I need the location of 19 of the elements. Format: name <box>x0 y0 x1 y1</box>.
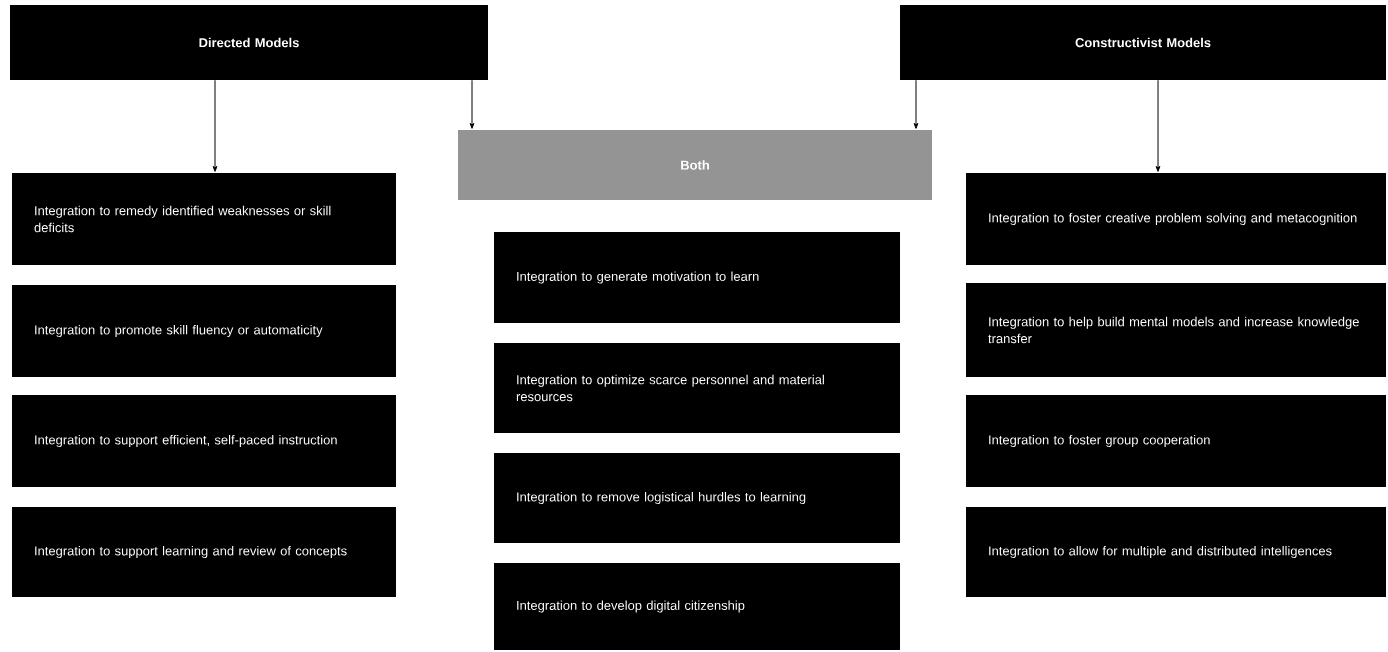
item-box: Integration to foster creative problem solving and metacognition <box>966 173 1386 265</box>
item-box: Integration to optimize scarce personnel and material resources <box>494 343 900 433</box>
item-box: Integration to remedy identified weaknesses or skill deficits <box>12 173 396 265</box>
arrow <box>469 79 475 129</box>
item-box: Integration to help build mental models and increase knowledge transfer <box>966 283 1386 377</box>
heading-box: Constructivist Models <box>900 5 1386 80</box>
item-box: Integration to allow for multiple and distributed intelligences <box>966 507 1386 597</box>
heading-box: Directed Models <box>10 5 488 80</box>
item-box: Integration to develop digital citizenship <box>494 563 900 650</box>
item-box: Integration to support efficient, self-paced instruction <box>12 395 396 487</box>
item-box: Integration to generate motivation to learn <box>494 232 900 323</box>
arrow <box>212 79 218 172</box>
category-box: Both <box>458 130 932 200</box>
item-box: Integration to remove logistical hurdles to learning <box>494 453 900 543</box>
item-box: Integration to foster group cooperation <box>966 395 1386 487</box>
item-box: Integration to support learning and review of concepts <box>12 507 396 597</box>
arrow <box>1155 79 1161 172</box>
arrow <box>913 79 919 129</box>
item-box: Integration to promote skill fluency or automaticity <box>12 285 396 377</box>
